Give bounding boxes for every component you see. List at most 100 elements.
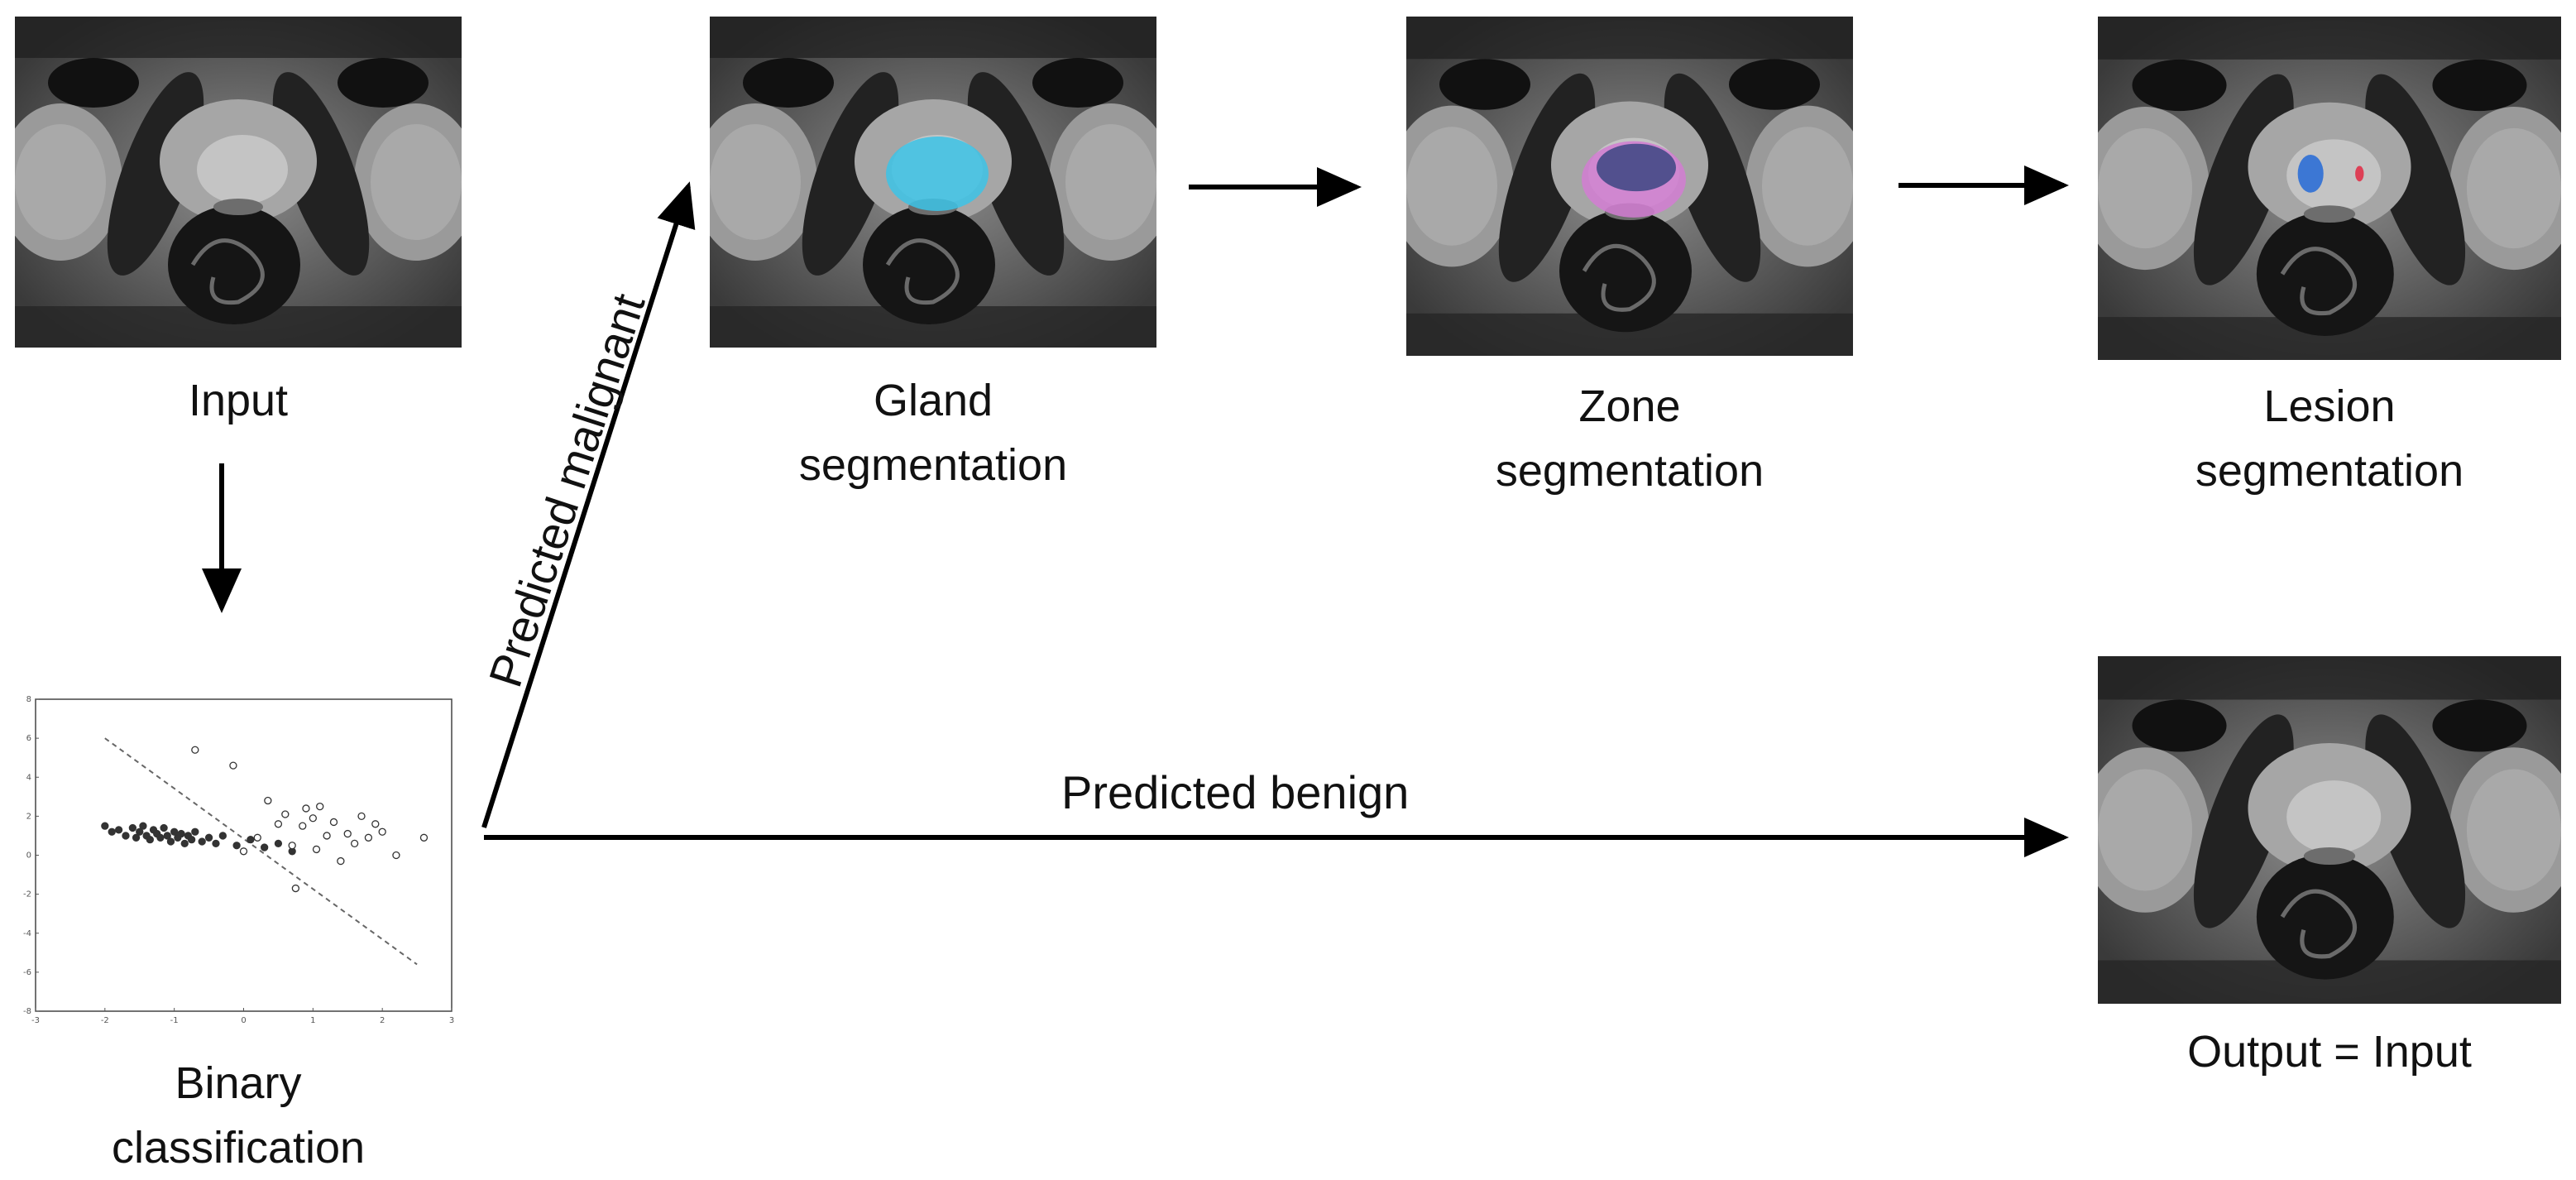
input-label-text: Input (188, 376, 289, 425)
data-point-class-b (309, 814, 317, 823)
gland-mask-overlay (886, 137, 989, 211)
data-point-class-a (139, 822, 147, 830)
data-point-class-a (191, 827, 199, 836)
y-tick-label: 8 (26, 695, 31, 704)
lesion-segmentation-image (2098, 17, 2561, 360)
data-point-class-b (357, 812, 366, 821)
mri-scan-graphic (710, 17, 1156, 348)
data-point-class-a (136, 827, 144, 836)
data-point-class-b (329, 818, 338, 827)
output-label-text: Output = Input (2187, 1027, 2472, 1077)
binary-label-line2: classification (111, 1123, 366, 1173)
data-point-class-b (302, 804, 310, 813)
data-point-class-a (160, 823, 168, 832)
lesion-label-line2: segmentation (2195, 446, 2464, 496)
y-tick-label: 4 (26, 773, 31, 782)
data-point-class-a (170, 827, 179, 836)
plot-frame (35, 698, 452, 1012)
data-point-class-a (132, 833, 141, 842)
decision-boundary (104, 737, 418, 966)
data-point-class-b (364, 833, 373, 842)
data-point-class-a (218, 832, 227, 840)
x-tick-label: -2 (101, 1016, 109, 1025)
data-point-class-a (177, 829, 185, 838)
zone-label-line1: Zone (1578, 381, 1681, 431)
data-point-class-a (108, 827, 116, 836)
y-tick-label: 6 (26, 734, 31, 743)
input-mri-image (15, 17, 462, 348)
mri-scan-graphic (2098, 656, 2561, 1004)
output-mri-image (2098, 656, 2561, 1004)
data-point-class-a (114, 826, 123, 834)
data-point-class-b (239, 847, 248, 856)
mri-scan-graphic (1406, 17, 1853, 356)
data-point-class-b (371, 820, 380, 828)
data-point-class-a (212, 839, 220, 848)
data-point-class-a (166, 837, 175, 846)
lesion-b-overlay (2355, 165, 2364, 182)
data-point-class-b (299, 822, 307, 830)
x-tick-label: 0 (241, 1016, 246, 1025)
y-tick-label: -8 (23, 1007, 31, 1016)
lesion-segmentation-label: Lesion segmentation (2098, 374, 2561, 503)
data-point-class-b (291, 884, 300, 893)
data-point-class-a (187, 835, 196, 844)
data-point-class-b (337, 856, 345, 866)
data-point-class-b (323, 832, 331, 840)
data-point-class-b (312, 845, 321, 854)
x-tick-label: 3 (449, 1016, 454, 1025)
x-tick-label: -3 (31, 1016, 40, 1025)
mri-scan-graphic (15, 17, 462, 348)
y-tick-label: -6 (23, 968, 31, 977)
data-point-class-b (229, 761, 237, 770)
gland-label-line2: segmentation (798, 440, 1068, 490)
y-tick-label: 0 (26, 851, 31, 861)
data-point-class-b (316, 802, 324, 811)
data-point-class-a (274, 839, 283, 848)
gland-segmentation-image (710, 17, 1156, 348)
data-point-class-a (146, 835, 154, 844)
data-point-class-a (232, 842, 241, 850)
x-tick-label: 1 (310, 1016, 315, 1025)
data-point-class-a (128, 823, 137, 832)
data-point-class-b (264, 796, 272, 805)
zone-segmentation-image (1406, 17, 1853, 356)
data-point-class-b (350, 839, 359, 848)
y-tick-label: -4 (23, 929, 31, 938)
data-point-class-a (122, 832, 130, 840)
data-point-class-b (281, 810, 290, 818)
output-label: Output = Input (2098, 1019, 2561, 1084)
predicted-malignant-arrow (481, 181, 696, 828)
data-point-class-b (343, 829, 352, 838)
binary-label-line1: Binary (175, 1058, 302, 1108)
transition-zone-overlay (1597, 143, 1676, 192)
lesion-label-line1: Lesion (2263, 381, 2396, 431)
data-point-class-a (198, 837, 206, 846)
predicted-benign-label: Predicted benign (1061, 766, 1410, 818)
data-point-class-b (288, 842, 296, 850)
data-point-class-a (204, 833, 213, 842)
binary-classification-label: Binary classification (15, 1051, 462, 1180)
gland-segmentation-label: Gland segmentation (710, 368, 1156, 497)
lesion-a-overlay (2297, 155, 2324, 193)
data-point-class-a (163, 832, 171, 840)
input-label: Input (15, 368, 462, 433)
data-point-class-b (253, 833, 261, 842)
zone-segmentation-label: Zone segmentation (1406, 374, 1853, 503)
data-point-class-b (392, 851, 400, 860)
mri-scan-graphic (2098, 17, 2561, 360)
data-point-class-b (191, 746, 199, 754)
y-tick-label: -2 (23, 890, 31, 899)
x-tick-label: -1 (170, 1016, 179, 1025)
y-tick-label: 2 (26, 812, 31, 821)
data-point-class-b (274, 820, 283, 828)
data-point-class-a (101, 822, 109, 830)
data-point-class-a (260, 843, 269, 851)
data-point-class-a (180, 839, 189, 848)
gland-label-line1: Gland (873, 376, 994, 425)
zone-label-line2: segmentation (1495, 446, 1764, 496)
data-point-class-a (156, 833, 165, 842)
